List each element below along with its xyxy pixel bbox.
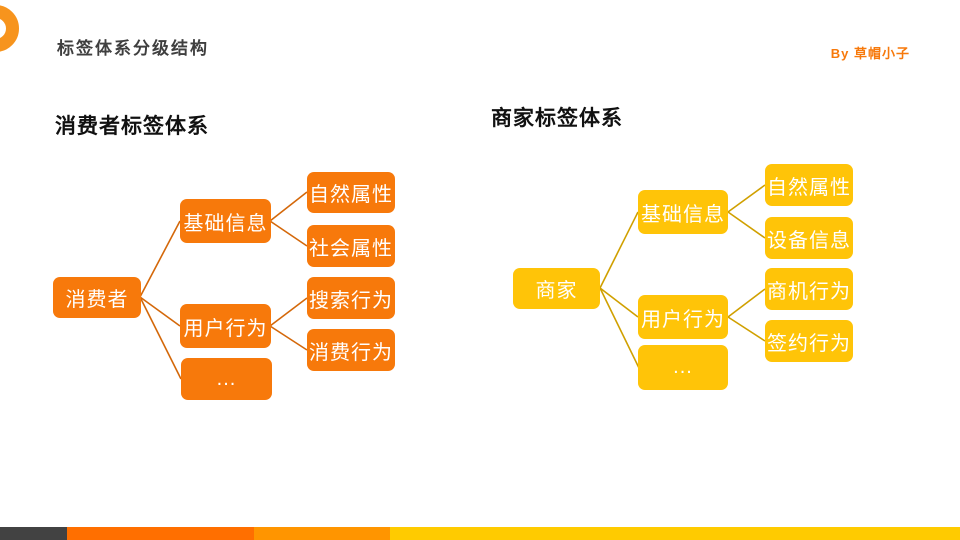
connector-merchant-root-basic — [599, 211, 639, 289]
merchant-leaf-device-info: 设备信息 — [765, 217, 853, 259]
connector-merchant-behavior-sign — [727, 316, 766, 342]
consumer-branch-user-behavior: 用户行为 — [180, 304, 271, 348]
merchant-leaf-sign-behavior: 签约行为 — [765, 320, 853, 362]
consumer-branch-basic-info: 基础信息 — [180, 199, 271, 243]
consumer-section-heading: 消费者标签体系 — [55, 115, 209, 138]
merchant-root-node: 商家 — [513, 268, 600, 309]
connector-consumer-basic-social — [269, 220, 308, 247]
merchant-leaf-natural-attr: 自然属性 — [765, 164, 853, 206]
footer-segment-dark — [0, 527, 67, 540]
consumer-leaf-natural-attr: 自然属性 — [307, 172, 395, 213]
connector-consumer-behavior-consume — [269, 325, 308, 351]
byline: By 草帽小子 — [830, 46, 910, 61]
footer-segment-orange — [67, 527, 254, 540]
merchant-section-heading: 商家标签体系 — [491, 107, 623, 130]
consumer-leaf-social-attr: 社会属性 — [307, 225, 395, 267]
footer-segment-gold — [390, 527, 960, 540]
connector-consumer-root-basic — [139, 220, 181, 298]
merchant-branch-basic-info: 基础信息 — [638, 190, 728, 234]
consumer-leaf-search-behavior: 搜索行为 — [307, 277, 395, 319]
page-title: 标签体系分级结构 — [57, 39, 209, 58]
merchant-leaf-lead-behavior: 商机行为 — [765, 268, 853, 310]
connector-merchant-root-more — [599, 287, 640, 369]
connector-merchant-root-behavior — [599, 287, 639, 318]
logo-ring-icon — [0, 5, 19, 52]
connector-consumer-behavior-search — [269, 297, 308, 327]
connector-merchant-basic-device — [727, 211, 766, 239]
connector-consumer-root-more — [139, 296, 182, 380]
merchant-branch-user-behavior: 用户行为 — [638, 295, 728, 339]
merchant-branch-more: ... — [638, 345, 728, 390]
connector-consumer-root-behavior — [139, 296, 181, 327]
connector-merchant-basic-natural — [727, 184, 766, 213]
footer-accent-bar — [0, 527, 960, 540]
connector-consumer-basic-natural — [269, 191, 308, 222]
footer-segment-amber — [254, 527, 390, 540]
consumer-leaf-consume-behavior: 消费行为 — [307, 329, 395, 371]
connector-merchant-behavior-lead — [727, 288, 766, 318]
consumer-root-node: 消费者 — [53, 277, 141, 318]
consumer-branch-more: ... — [181, 358, 272, 400]
